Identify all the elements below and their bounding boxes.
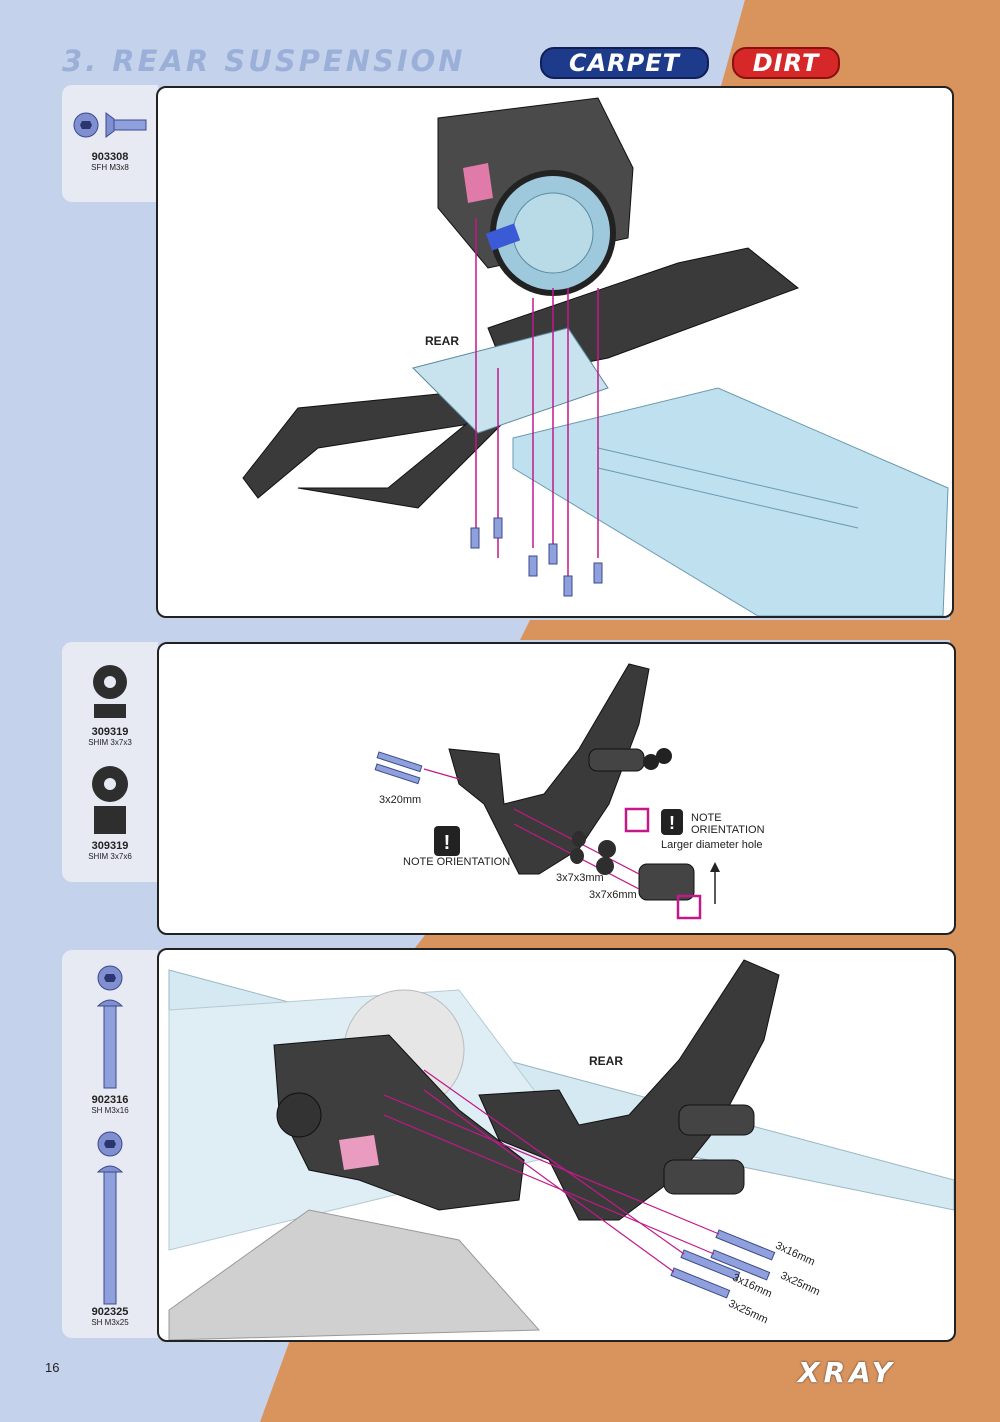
- part-desc: SH M3x25: [91, 1318, 129, 1327]
- svg-text:!: !: [669, 813, 675, 833]
- step1-panel: REAR: [156, 86, 954, 618]
- page-number: 16: [45, 1360, 60, 1375]
- part-code: 309319: [91, 726, 129, 738]
- note-orientation-right: NOTE ORIENTATION: [691, 812, 765, 836]
- part-902325: 902325 SH M3x25: [62, 1306, 158, 1327]
- step2-diagram: ! !: [374, 663, 720, 920]
- shim-3x7x3-label: 3x7x3mm: [556, 872, 604, 884]
- step2-panel: ! ! 3x20mm NOTE ORIENTATION NOTE ORIENTA…: [157, 642, 956, 935]
- part-309319-b: 309319 SHIM 3x7x6: [62, 840, 158, 861]
- part-code: 902325: [91, 1306, 129, 1318]
- carpet-badge: CARPET: [540, 47, 709, 79]
- sh-m3x25-icon: [96, 1131, 124, 1305]
- sfh-screw-icon: [73, 112, 147, 138]
- note-line-1: NOTE: [691, 812, 722, 824]
- part-code: 903308: [91, 151, 129, 163]
- part-desc: SHIM 3x7x6: [88, 852, 132, 861]
- dirt-badge: DIRT: [732, 47, 840, 79]
- part-code: 902316: [91, 1094, 129, 1106]
- part-309319-a: 309319 SHIM 3x7x3: [62, 726, 158, 747]
- parts-box-step3: 902316 SH M3x16 902325 SH M3x25: [62, 950, 158, 1338]
- brand-logo: XRAY: [798, 1356, 896, 1389]
- shim-3x7x3-icon: [93, 665, 127, 718]
- rear-label-step3: REAR: [589, 1054, 624, 1068]
- step3-diagram: [168, 959, 954, 1340]
- part-903308: 903308 SFH M3x8: [62, 151, 158, 172]
- note-orientation-left: NOTE ORIENTATION: [403, 856, 511, 868]
- part-code: 309319: [91, 840, 129, 852]
- part-902316: 902316 SH M3x16: [62, 1094, 158, 1115]
- shim-3x7x6-icon: [92, 766, 128, 834]
- svg-text:!: !: [444, 832, 451, 854]
- part-desc: SFH M3x8: [91, 163, 129, 172]
- parts-box-step1: 903308 SFH M3x8: [62, 85, 158, 202]
- page-title: 3. REAR SUSPENSION: [62, 44, 466, 78]
- screw-length-label: 3x20mm: [379, 794, 422, 806]
- shim-3x7x6-label: 3x7x6mm: [589, 889, 637, 901]
- step3-panel: REAR 3x16mm 3x25mm 3x16mm 3x25mm: [157, 948, 956, 1342]
- part-desc: SHIM 3x7x3: [88, 738, 132, 747]
- parts-box-step2: 309319 SHIM 3x7x3 309319 SHIM 3x7x6: [62, 642, 158, 882]
- part-desc: SH M3x16: [91, 1106, 129, 1115]
- step1-diagram: [242, 97, 949, 616]
- rear-label: REAR: [425, 334, 460, 348]
- note-line-2: ORIENTATION: [691, 824, 765, 836]
- sh-m3x16-icon: [96, 965, 124, 1089]
- larger-hole-note: Larger diameter hole: [661, 839, 763, 851]
